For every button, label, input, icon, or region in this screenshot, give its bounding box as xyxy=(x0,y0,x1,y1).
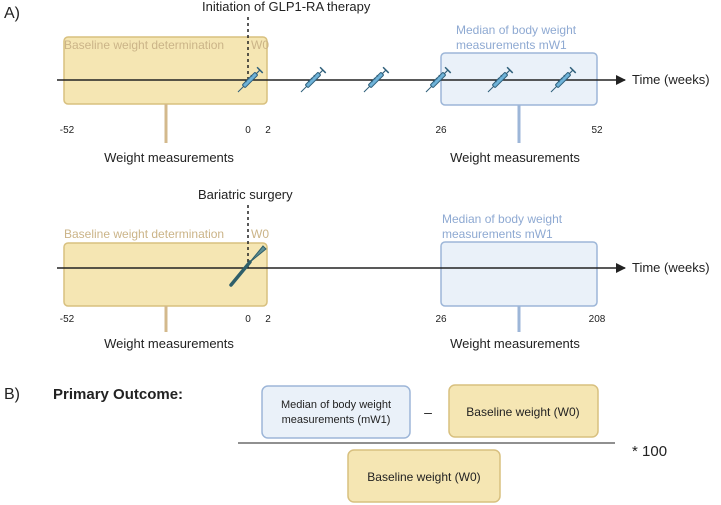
median-box-label-line1: Median of body weight xyxy=(442,212,563,226)
numerator-right-box xyxy=(448,384,599,438)
timeline-1: Baseline weight determination W0 Median … xyxy=(57,0,710,165)
event-label: Initiation of GLP1-RA therapy xyxy=(202,0,371,14)
axis-label: Time (weeks) xyxy=(632,260,710,275)
panel-b-label: B) xyxy=(4,386,20,403)
numerator-left-box xyxy=(261,385,411,439)
numerator-left-line1: Median of body weight xyxy=(281,399,391,411)
tick-label: -52 xyxy=(60,314,75,325)
axis-label: Time (weeks) xyxy=(632,72,710,87)
median-box-label-line2: measurements mW1 xyxy=(442,227,553,241)
event-label: Bariatric surgery xyxy=(198,187,293,202)
multiplier: * 100 xyxy=(632,443,667,460)
timeline-2: Baseline weight determination W0 Median … xyxy=(57,187,710,351)
tick-label: -52 xyxy=(60,125,75,136)
tick-label: 26 xyxy=(435,314,447,325)
scalpel-icon xyxy=(229,245,267,287)
denominator-box xyxy=(347,449,501,503)
tick-label: 0 xyxy=(245,314,251,325)
baseline-box xyxy=(63,242,268,307)
tick-label: 0 xyxy=(245,125,251,136)
baseline-box-label: Baseline weight determination xyxy=(64,38,224,52)
panel-a-label: A) xyxy=(4,5,20,22)
median-box-label-line2: measurements mW1 xyxy=(456,38,567,52)
numerator-left-line2: measurements (mW1) xyxy=(282,414,391,426)
minus-sign: – xyxy=(424,404,432,420)
syringe-icon xyxy=(297,66,327,96)
tick-label: 2 xyxy=(265,125,271,136)
w0-label: W0 xyxy=(251,227,269,241)
tick-label: 52 xyxy=(591,125,603,136)
median-box xyxy=(440,241,598,307)
caption-right: Weight measurements xyxy=(450,150,580,165)
tick-label: 208 xyxy=(589,314,606,325)
median-box-label-line1: Median of body weight xyxy=(456,23,577,37)
syringe-icon xyxy=(360,66,390,96)
caption-right: Weight measurements xyxy=(450,336,580,351)
baseline-box-label: Baseline weight determination xyxy=(64,227,224,241)
denominator-text: Baseline weight (W0) xyxy=(367,470,480,484)
numerator-right-text: Baseline weight (W0) xyxy=(466,405,579,419)
tick-label: 2 xyxy=(265,314,271,325)
median-box xyxy=(440,52,598,106)
caption-left: Weight measurements xyxy=(104,336,234,351)
primary-outcome-title: Primary Outcome: xyxy=(53,386,183,403)
primary-outcome-formula: Median of body weight measurements (mW1)… xyxy=(238,384,667,503)
w0-label: W0 xyxy=(251,38,269,52)
tick-label: 26 xyxy=(435,125,447,136)
caption-left: Weight measurements xyxy=(104,150,234,165)
